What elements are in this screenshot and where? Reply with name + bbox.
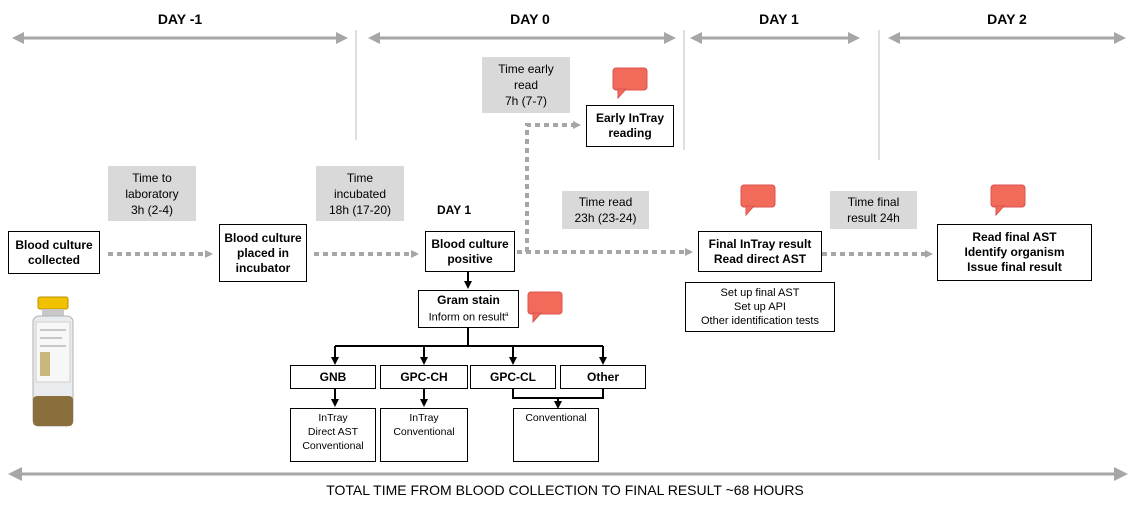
step-text: Early InTray (595, 111, 665, 125)
time-text: Time read (578, 195, 633, 209)
day-span-arrows (8, 32, 1128, 481)
time-value: 7h (7-7) (504, 94, 547, 108)
time-text: Time (346, 170, 374, 185)
blood-culture-bottle-image (32, 296, 74, 427)
day-label-2: DAY 2 (987, 11, 1027, 27)
time-text: laboratory (125, 186, 179, 201)
time-text: Time to (132, 170, 172, 185)
step-blood-culture-positive: Blood culture positive (425, 231, 515, 272)
day-label-inline: DAY 1 (437, 203, 472, 217)
step-text: collected (27, 252, 81, 267)
time-text: Time early (498, 62, 554, 76)
step-text: Blood culture (224, 230, 302, 245)
category-gpc-cl: GPC-CL (470, 365, 556, 389)
dotted-process-arrows (108, 121, 933, 258)
category-other: Other (560, 365, 646, 389)
methods-gpc-ch: InTray Conventional (380, 408, 468, 462)
speech-bubble-icon (612, 67, 648, 99)
setup-item: Set up API (734, 301, 786, 313)
step-text: Read final AST (972, 230, 1057, 244)
gram-stain-footnote-mark: a (505, 312, 509, 319)
category-gnb: GNB (290, 365, 376, 389)
method-item: InTray (318, 412, 348, 424)
time-value: 23h (23-24) (574, 211, 637, 225)
gram-stain-title: Gram stain (437, 293, 500, 308)
step-text: positive (447, 251, 493, 266)
time-final: Time final result 24h (830, 191, 917, 229)
step-text: Identify organism (964, 245, 1065, 259)
step-text: incubator (235, 260, 291, 275)
category-label: GPC-CL (490, 369, 536, 384)
day-label-minus1: DAY -1 (157, 11, 203, 27)
day-label-1: DAY 1 (759, 11, 799, 27)
category-label: GNB (319, 369, 347, 384)
step-blood-culture-collected: Blood culture collected (8, 231, 100, 274)
time-value: 3h (2-4) (130, 202, 174, 217)
step-text: Blood culture (431, 236, 509, 251)
setup-item: Set up final AST (720, 287, 800, 299)
category-gpc-ch: GPC-CH (380, 365, 468, 389)
step-text: Final InTray result (708, 236, 812, 251)
method-item: Conventional (393, 426, 455, 438)
time-early-read: Time early read 7h (7-7) (482, 57, 570, 113)
methods-gpc-cl-other: Conventional (513, 408, 599, 462)
setup-item: Other identification tests (700, 315, 819, 327)
time-value: result 24h (847, 211, 900, 225)
time-text: Time final (847, 195, 900, 209)
speech-bubble-icon (527, 291, 563, 323)
category-label: GPC-CH (400, 369, 448, 384)
method-item: Conventional (525, 412, 587, 424)
time-read: Time read 23h (23-24) (562, 191, 649, 229)
speech-bubble-icon (740, 184, 776, 216)
step-final-intray-result: Final InTray result Read direct AST (698, 231, 822, 272)
methods-gnb: InTray Direct AST Conventional (290, 408, 376, 462)
step-text: placed in (236, 245, 289, 260)
setup-tests-box: Set up final AST Set up API Other identi… (685, 282, 835, 332)
step-text: Issue final result (967, 260, 1062, 274)
time-text: incubated (333, 186, 387, 201)
method-item: InTray (409, 412, 439, 424)
gram-stain-subtitle: Inform on result (428, 311, 506, 324)
step-text: Blood culture (15, 237, 93, 252)
total-time-caption: TOTAL TIME FROM BLOOD COLLECTION TO FINA… (326, 482, 804, 498)
step-early-intray-reading: Early InTray reading (586, 105, 674, 147)
step-placed-in-incubator: Blood culture placed in incubator (219, 224, 307, 282)
gram-stain-box: Gram stain Inform on resulta (418, 290, 519, 328)
time-value: 18h (17-20) (328, 202, 392, 217)
method-item: Direct AST (307, 426, 359, 438)
step-final-result: Read final AST Identify organism Issue f… (937, 224, 1092, 281)
time-text: read (513, 78, 538, 92)
step-text: Read direct AST (713, 251, 807, 266)
speech-bubble-icon (990, 184, 1026, 216)
method-item: Conventional (302, 440, 364, 452)
step-text: reading (608, 126, 652, 140)
category-label: Other (586, 369, 619, 384)
day-label-0: DAY 0 (510, 11, 550, 27)
tree-connectors (331, 272, 607, 409)
